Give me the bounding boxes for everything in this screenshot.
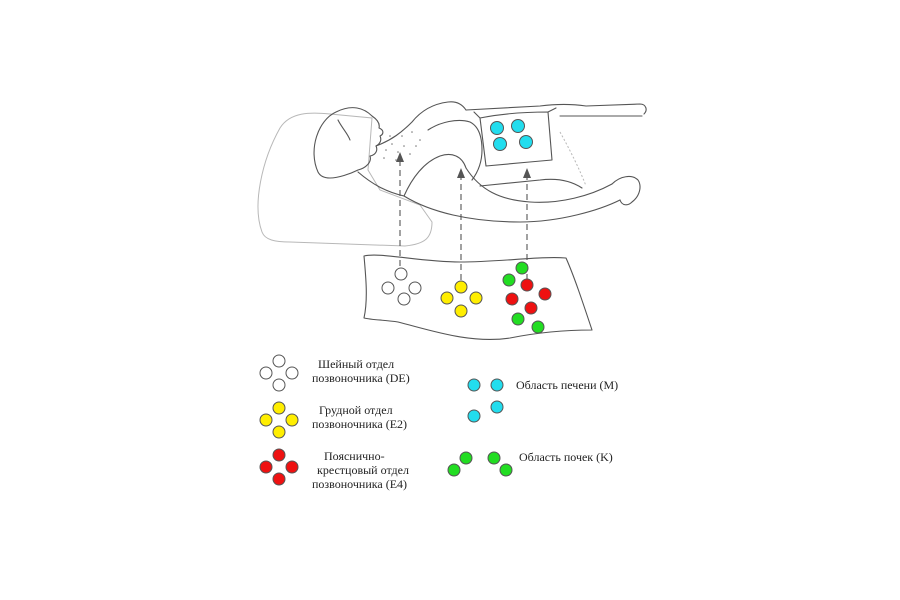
legend-dot-yellow: [272, 401, 286, 415]
belt-dot-cyan: [490, 121, 504, 135]
legend-dot-white: [259, 366, 273, 380]
mat-dot-yellow: [440, 291, 454, 305]
belt-dot-cyan: [519, 135, 533, 149]
legend-dot-green: [487, 451, 501, 465]
legend-label-line: позвоночника (E2): [312, 417, 407, 431]
legend-item-lumbosacral: Пояснично- крестцовый отдел позвоночника…: [259, 448, 409, 491]
legend-dot-green: [447, 463, 461, 477]
legend-item-kidney: Область почек (K): [447, 450, 613, 477]
legend-dot-red: [259, 460, 273, 474]
legend-dot-red: [272, 472, 286, 486]
belt-dot-cyan: [493, 137, 507, 151]
mat-dot-green: [531, 320, 545, 334]
legend-label-line: Грудной отдел: [319, 403, 393, 417]
legend-dot-yellow: [259, 413, 273, 427]
mat-dot-yellow: [454, 280, 468, 294]
mat-dot-red: [538, 287, 552, 301]
mat-thoracic-dots: [440, 280, 483, 318]
legend-dot-green: [459, 451, 473, 465]
legend-label-line: Шейный отдел: [318, 357, 394, 371]
legend-dot-yellow: [272, 425, 286, 439]
legend-dot-cyan: [490, 400, 504, 414]
legend-dot-green: [499, 463, 513, 477]
mat-kidney-dots: [502, 261, 545, 334]
mat-dot-white: [397, 292, 411, 306]
legend-item-liver: Область печени (M): [467, 378, 618, 423]
mat-dot-white: [394, 267, 408, 281]
belt-liver-dots: [490, 119, 533, 151]
mat-cervical-dots: [381, 267, 422, 306]
legend-dot-cyan: [467, 409, 481, 423]
legend-dot-white: [285, 366, 299, 380]
legend-label-line: Область печени (M): [516, 378, 618, 392]
mat-dot-red: [505, 292, 519, 306]
mat-dot-yellow: [469, 291, 483, 305]
legend-dot-red: [285, 460, 299, 474]
legend-dot-white: [272, 378, 286, 392]
legend-dot-red: [272, 448, 286, 462]
mat-dot-white: [381, 281, 395, 295]
legend-item-cervical: Шейный отдел позвоночника (DE): [259, 354, 410, 392]
legend-dot-yellow: [285, 413, 299, 427]
mat-dot-green: [515, 261, 529, 275]
mat-dot-yellow: [454, 304, 468, 318]
legend-dot-cyan: [490, 378, 504, 392]
legend-dot-cyan: [467, 378, 481, 392]
mat-dot-green: [502, 273, 516, 287]
pillow: [257, 112, 433, 247]
person-figure: [313, 101, 647, 223]
legend-item-thoracic: Грудной отдел позвоночника (E2): [259, 401, 407, 439]
mat-lumbar-dots: [505, 278, 552, 315]
legend-label-line: позвоночника (DE): [312, 371, 410, 385]
mat-dot-red: [520, 278, 534, 292]
legend: Шейный отдел позвоночника (DE) Грудной о…: [259, 354, 618, 491]
applicator-mat: [363, 254, 593, 340]
legend-label-line: Область почек (K): [519, 450, 613, 464]
legend-label-line: крестцовый отдел: [317, 463, 409, 477]
legend-label-line: Пояснично-: [324, 449, 385, 463]
projection-arrows: [396, 152, 531, 290]
mat-dot-green: [511, 312, 525, 326]
legend-dot-white: [272, 354, 286, 368]
belt-dot-cyan: [511, 119, 525, 133]
legend-label-line: позвоночника (E4): [312, 477, 407, 491]
mat-dot-white: [408, 281, 422, 295]
mat-dot-red: [524, 301, 538, 315]
